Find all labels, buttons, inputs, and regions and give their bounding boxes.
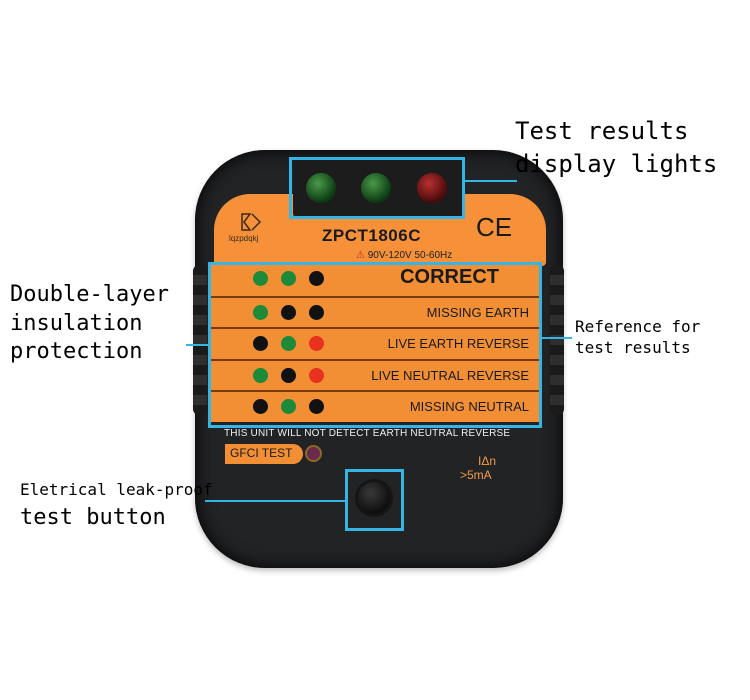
- reference-row-label: MISSING EARTH: [426, 304, 529, 320]
- ce-mark: CE: [476, 212, 513, 242]
- status-dot-black: [281, 367, 296, 383]
- status-dot-black: [309, 271, 324, 286]
- reference-row-label: CORRECT: [400, 266, 499, 288]
- status-dot-black: [253, 336, 268, 351]
- leak-current-value: >5mA: [460, 468, 492, 482]
- detection-notice: THIS UNIT WILL NOT DETECT EARTH NEUTRAL …: [224, 428, 511, 439]
- model-number: ZPCT1806C: [322, 226, 421, 245]
- warning-triangle-icon: ⚠: [356, 250, 365, 261]
- status-dot-green: [253, 304, 268, 320]
- status-dot-black: [309, 399, 324, 414]
- status-dot-black: [309, 304, 324, 320]
- status-dot-green: [281, 336, 296, 351]
- reference-row-label: MISSING NEUTRAL: [409, 399, 529, 414]
- reference-row-label: LIVE NEUTRAL REVERSE: [371, 367, 529, 383]
- reference-row-label: LIVE EARTH REVERSE: [387, 336, 529, 351]
- status-dot-green: [253, 271, 268, 286]
- callout-reference-line1: Reference for: [575, 317, 701, 336]
- status-dot-green: [281, 271, 296, 286]
- lights-highlight-frame: [289, 157, 465, 219]
- lights-leader-line: [465, 180, 517, 182]
- button-highlight-frame: [345, 469, 404, 531]
- brand-logo-icon: [241, 213, 262, 231]
- callout-lights-line2: display lights: [515, 150, 718, 178]
- reference-table: CORRECT MISSING EARTH LIVE EARTH REVERSE LI…: [211, 264, 539, 422]
- indicator-lamp-2: [361, 173, 391, 203]
- reference-leader-line: [542, 337, 572, 339]
- reference-row: LIVE EARTH REVERSE: [211, 327, 539, 359]
- status-dot-black: [253, 399, 268, 414]
- voltage-rating: ⚠ 90V-120V 50-60Hz: [356, 250, 452, 261]
- status-dot-red: [309, 367, 324, 383]
- indicator-lamp-1: [306, 173, 336, 203]
- callout-button-line1: Eletrical leak-proof: [20, 480, 213, 499]
- leak-current-symbol: IΔn: [478, 454, 497, 468]
- status-dot-green: [281, 399, 296, 414]
- gfci-indicator-led: [307, 447, 320, 460]
- callout-button-line2: test button: [20, 505, 166, 530]
- button-leader-line: [205, 500, 345, 502]
- callout-reference-line2: test results: [575, 338, 691, 357]
- side-grip-left: [193, 265, 207, 415]
- gfci-test-label: GFCI TEST: [230, 446, 293, 460]
- gfci-label-plate: [225, 444, 303, 464]
- reference-row: MISSING NEUTRAL: [211, 390, 539, 422]
- gfci-test-button[interactable]: [358, 482, 390, 514]
- indicator-lamp-3: [417, 173, 447, 203]
- voltage-rating-text: 90V-120V 50-60Hz: [367, 250, 453, 261]
- reference-row: CORRECT: [211, 264, 539, 294]
- side-grip-right: [550, 265, 564, 415]
- callout-insulation-line1: Double-layer: [10, 282, 169, 307]
- callout-insulation-line2: insulation: [10, 311, 143, 336]
- status-dot-green: [253, 367, 268, 383]
- reference-row: LIVE NEUTRAL REVERSE: [211, 358, 539, 391]
- reference-highlight-frame: [208, 262, 542, 428]
- status-dot-black: [281, 304, 296, 320]
- callout-lights-line1: Test results: [515, 117, 689, 145]
- insulation-leader-line: [186, 344, 208, 346]
- reference-row: MISSING EARTH: [211, 295, 539, 328]
- brand-name: lqzpdqkj: [229, 234, 259, 243]
- status-dot-red: [309, 336, 324, 351]
- callout-insulation-line3: protection: [10, 339, 143, 364]
